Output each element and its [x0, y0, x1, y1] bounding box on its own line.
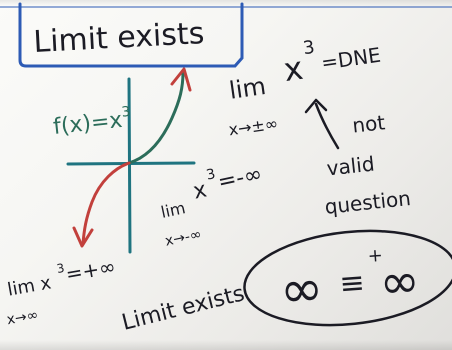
svg-text:∞: ∞	[378, 252, 422, 311]
svg-text:valid: valid	[325, 152, 375, 181]
svg-text:lim: lim	[159, 198, 187, 222]
function-exponent: 3	[121, 104, 132, 121]
svg-text:x: x	[191, 177, 209, 204]
svg-text:3: 3	[205, 166, 217, 184]
function-label: f(x)=x3	[52, 104, 133, 140]
svg-text:3: 3	[302, 37, 316, 59]
heading-text: Limit exists	[33, 16, 206, 60]
svg-text:not: not	[351, 110, 386, 137]
cubic-curve-upper	[129, 72, 183, 163]
svg-text:∞: ∞	[278, 258, 325, 321]
svg-text:=DNE: =DNE	[320, 43, 383, 75]
svg-text:x→-∞: x→-∞	[164, 226, 203, 249]
bottom-left-limit: lim x 3 =+∞ x→∞	[0, 252, 123, 328]
svg-text:x→∞: x→∞	[6, 307, 40, 328]
svg-text:lim x: lim x	[6, 272, 53, 300]
svg-text:lim: lim	[227, 72, 267, 105]
svg-text:x→±∞: x→±∞	[227, 114, 279, 140]
svg-text:x: x	[281, 49, 305, 89]
bottom-limit-exists: Limit exists	[119, 281, 247, 336]
svg-text:≡: ≡	[338, 265, 366, 302]
circled-equation: ∞ ≡ + ∞	[277, 243, 421, 322]
note-not-valid-question: not valid question	[315, 108, 412, 218]
middle-limit: lim x 3 =-∞ x→-∞	[152, 157, 273, 250]
svg-text:question: question	[323, 186, 411, 219]
svg-text:=+∞: =+∞	[64, 254, 118, 286]
svg-text:=-∞: =-∞	[216, 162, 265, 196]
